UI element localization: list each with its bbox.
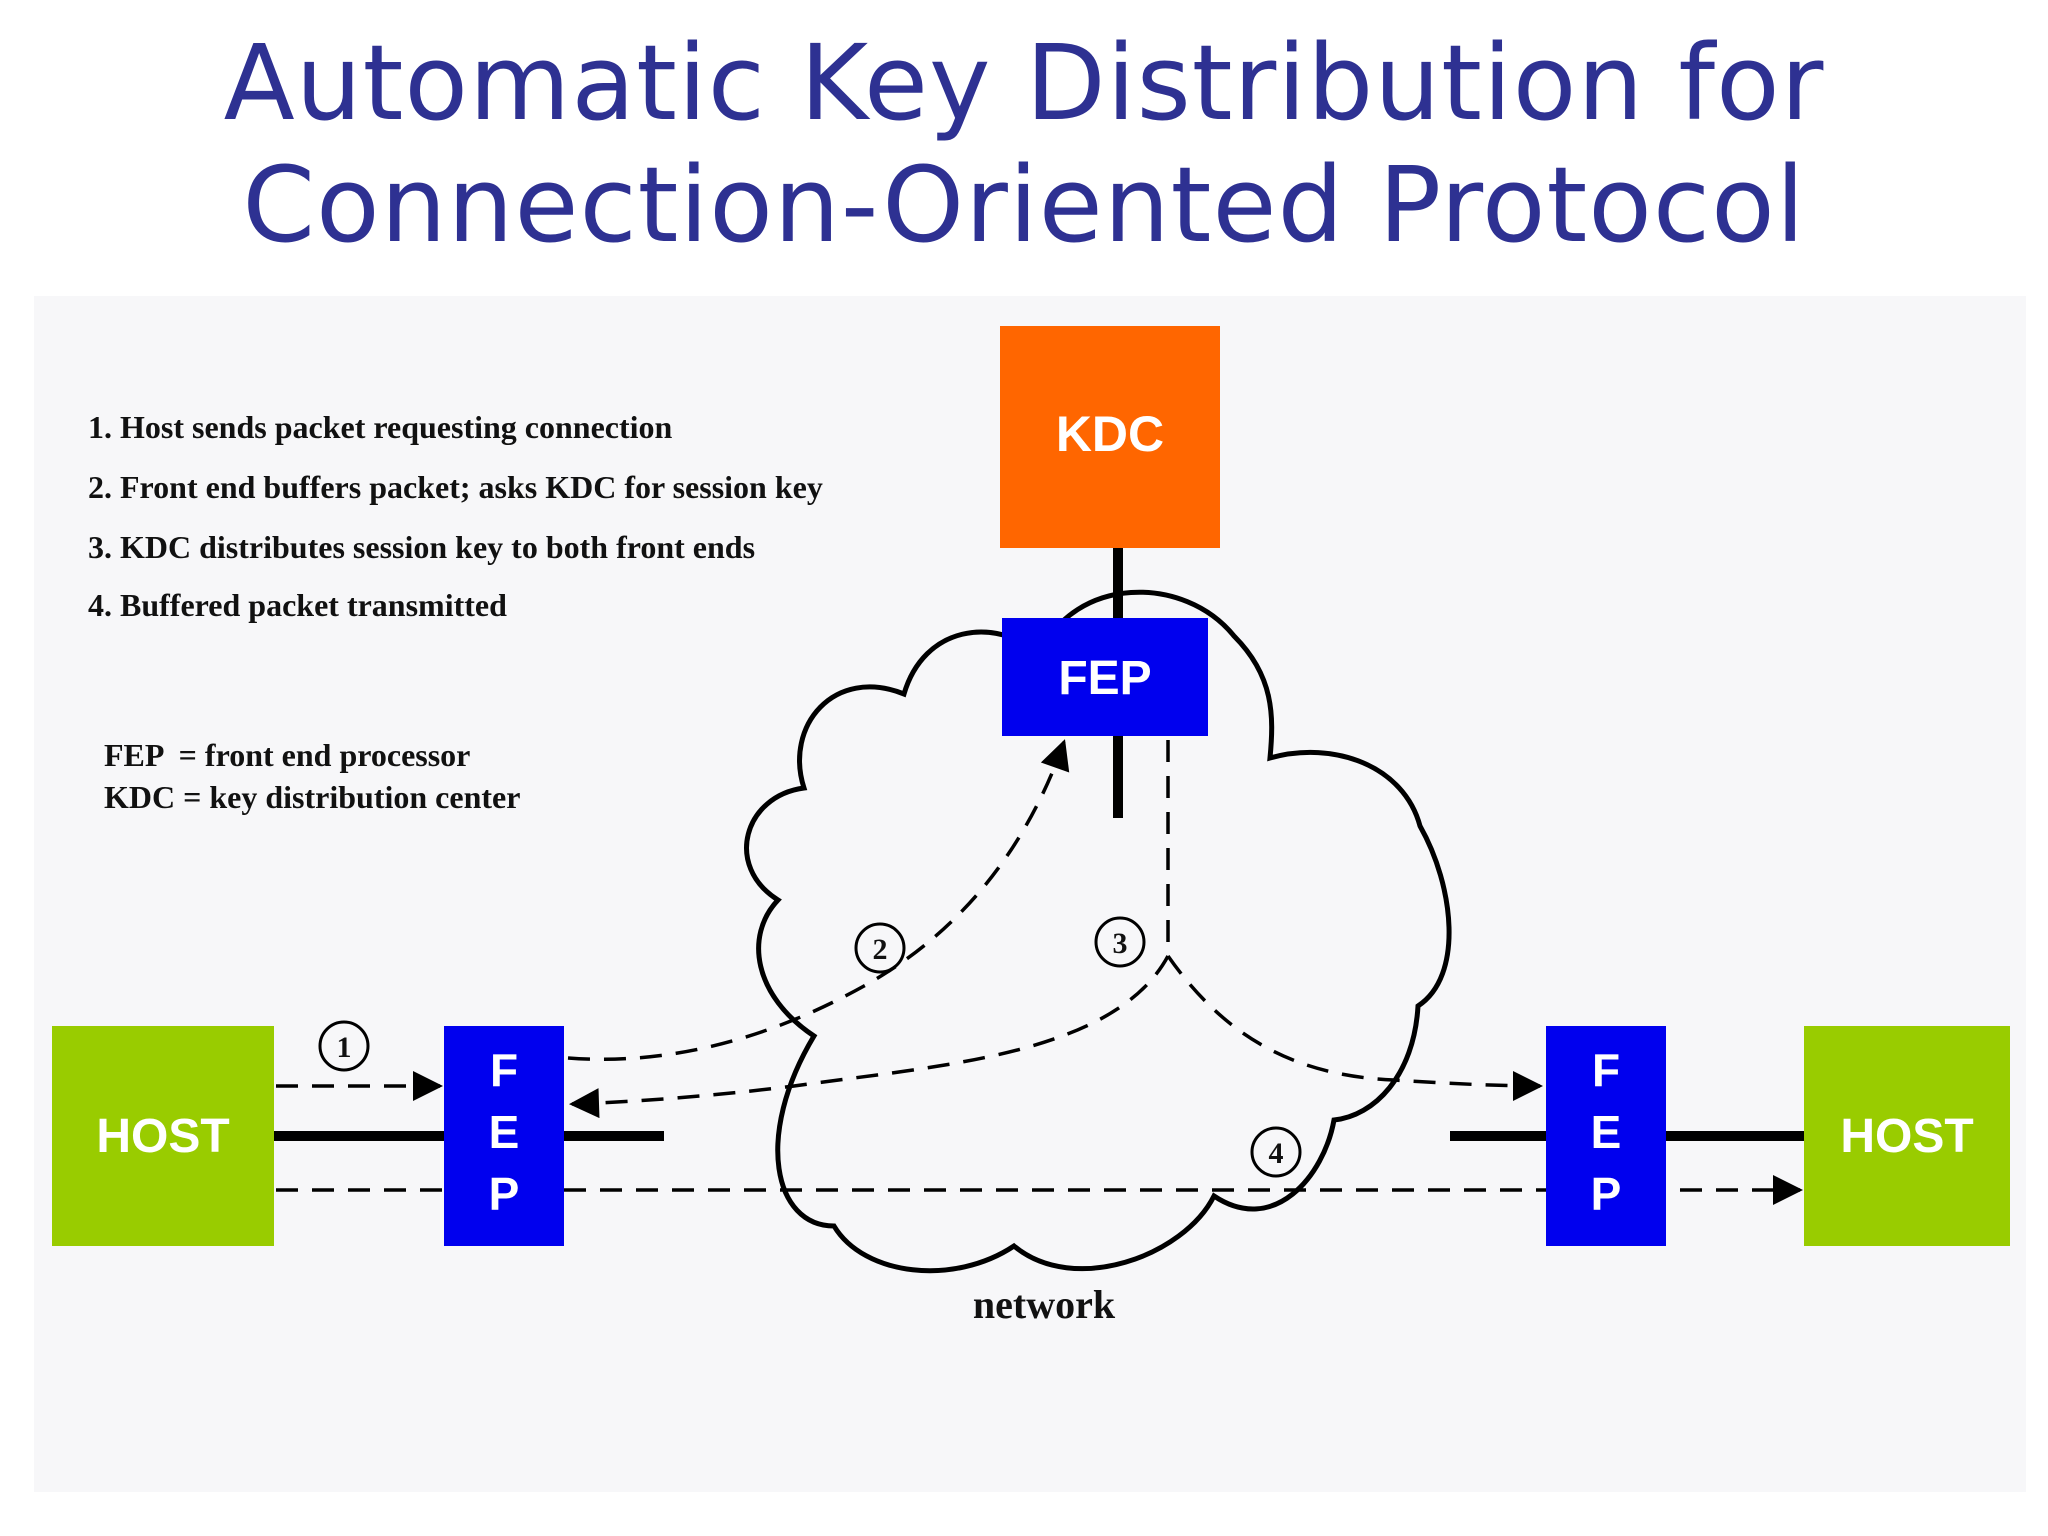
svg-text:3: 3 xyxy=(1113,927,1128,960)
step-3-text: 3. KDC distributes session key to both f… xyxy=(88,529,755,565)
fep-left-letter-e: E xyxy=(489,1106,520,1158)
network-label: network xyxy=(973,1282,1116,1327)
fep-left-letter-p: P xyxy=(489,1168,520,1220)
fep-right-letter-e: E xyxy=(1591,1106,1622,1158)
diagram-panel: 1. Host sends packet requesting connecti… xyxy=(34,296,2026,1492)
svg-text:2: 2 xyxy=(873,933,888,966)
kdc-label: KDC xyxy=(1056,406,1164,462)
fep-right-letter-f: F xyxy=(1592,1044,1620,1096)
step-2-text: 2. Front end buffers packet; asks KDC fo… xyxy=(88,469,823,505)
fep-right-node: F E P xyxy=(1546,1026,1666,1246)
slide-title: Automatic Key Distribution for Connectio… xyxy=(0,22,2048,266)
legend-kdc: KDC = key distribution center xyxy=(104,779,520,815)
kdc-node: KDC xyxy=(1000,326,1220,548)
fep-top-label: FEP xyxy=(1058,652,1151,705)
legend-fep: FEP = front end processor xyxy=(104,737,470,773)
svg-text:4: 4 xyxy=(1269,1137,1284,1170)
step-4-text: 4. Buffered packet transmitted xyxy=(88,587,507,623)
step-marker-2: 2 xyxy=(854,922,906,974)
step-2-arrow xyxy=(567,739,1070,1062)
step-3-arrow-right xyxy=(1166,954,1543,1101)
title-line-2: Connection-Oriented Protocol xyxy=(242,144,1806,266)
step-1-text: 1. Host sends packet requesting connecti… xyxy=(88,409,673,445)
host-right-label: HOST xyxy=(1840,1110,1973,1163)
fep-left-letter-f: F xyxy=(490,1044,518,1096)
fep-left-node: F E P xyxy=(444,1026,564,1246)
fep-right-letter-p: P xyxy=(1591,1168,1622,1220)
step-3-arrow-left xyxy=(569,955,1170,1119)
host-right-node: HOST xyxy=(1804,1026,2010,1246)
step-marker-3: 3 xyxy=(1094,916,1146,968)
host-left-node: HOST xyxy=(52,1026,274,1246)
title-line-1: Automatic Key Distribution for xyxy=(223,22,1825,144)
host-left-label: HOST xyxy=(96,1110,229,1163)
key-distribution-diagram: 1. Host sends packet requesting connecti… xyxy=(34,296,2026,1492)
step-marker-4: 4 xyxy=(1250,1126,1302,1178)
svg-text:1: 1 xyxy=(337,1031,352,1064)
step-marker-1: 1 xyxy=(318,1020,370,1072)
fep-top-node: FEP xyxy=(1002,618,1208,736)
network-cloud xyxy=(744,589,1452,1274)
